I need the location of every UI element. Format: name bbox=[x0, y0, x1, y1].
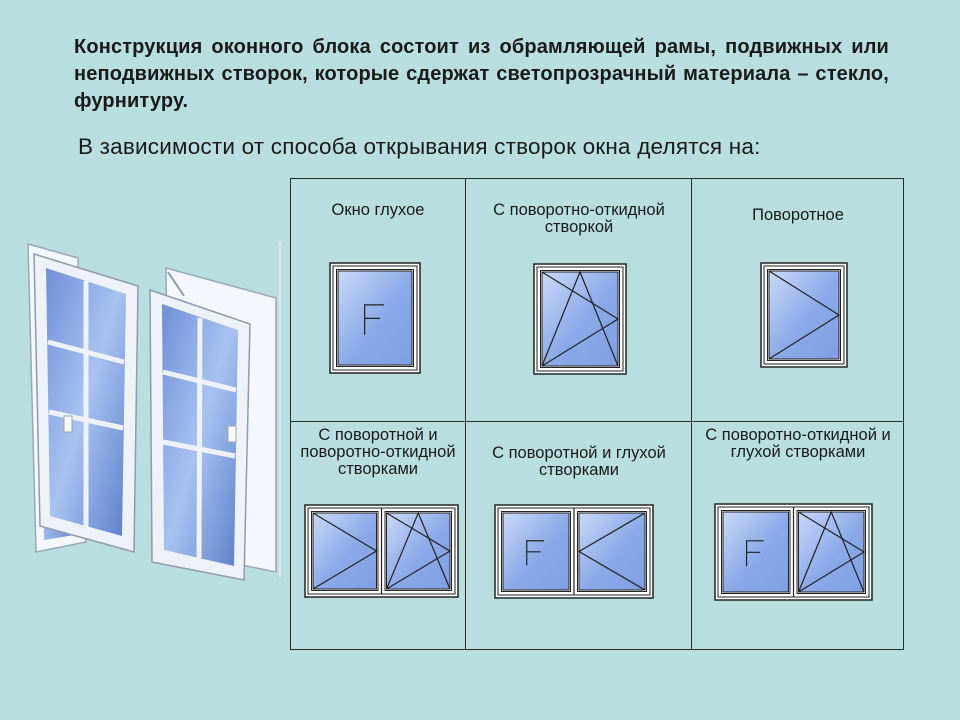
window-diagram-turn bbox=[760, 262, 848, 368]
cell-tilt-turn: С поворотно-откидной створкой bbox=[474, 202, 684, 236]
sash-fixed bbox=[721, 510, 791, 594]
intro-paragraph: Конструкция оконного блока состоит из об… bbox=[74, 36, 889, 112]
sash-turn-left bbox=[573, 508, 647, 595]
cell-fixed: Окно глухое bbox=[291, 202, 465, 219]
table-divider bbox=[465, 179, 466, 649]
window-diagram-fixed bbox=[329, 262, 421, 374]
window-diagram-tilt-turn-and-fixed bbox=[714, 503, 873, 601]
cell-label: Окно глухое bbox=[331, 201, 425, 219]
cell-label: С поворотно-откидной створкой bbox=[493, 201, 665, 236]
window-diagram-turn-and-tilt-turn bbox=[304, 504, 459, 598]
cell-turn: Поворотное bbox=[692, 207, 904, 224]
sash-fixed bbox=[501, 511, 571, 592]
cell-label: С поворотной и поворотно-откидной створк… bbox=[300, 426, 456, 478]
cell-label: С поворотной и глухой створками bbox=[492, 444, 666, 479]
cell-tilt-turn-and-fixed: С поворотно-откидной и глухой створками bbox=[692, 427, 904, 461]
cell-turn-and-fixed: С поворотной и глухой створками bbox=[474, 445, 684, 479]
sash-tilt-turn bbox=[540, 270, 620, 368]
subtitle: В зависимости от способа открывания ство… bbox=[78, 134, 761, 159]
window-diagram-tilt-turn bbox=[533, 263, 627, 375]
window-diagram-turn-and-fixed bbox=[494, 504, 654, 599]
cell-label: С поворотно-откидной и глухой створками bbox=[705, 426, 891, 461]
window-types-table bbox=[290, 178, 904, 650]
sash-fixed bbox=[336, 269, 414, 367]
sash-turn-right bbox=[767, 269, 841, 361]
table-divider bbox=[691, 179, 692, 649]
sash-tilt-turn bbox=[792, 507, 866, 597]
cell-label: Поворотное bbox=[752, 206, 844, 224]
cell-turn-and-tilt-turn: С поворотной и поворотно-откидной створк… bbox=[291, 427, 465, 478]
pvc-window-photo bbox=[18, 232, 290, 588]
sash-tilt-turn bbox=[380, 508, 452, 594]
sash-turn-right bbox=[311, 511, 379, 591]
table-divider bbox=[291, 421, 903, 422]
